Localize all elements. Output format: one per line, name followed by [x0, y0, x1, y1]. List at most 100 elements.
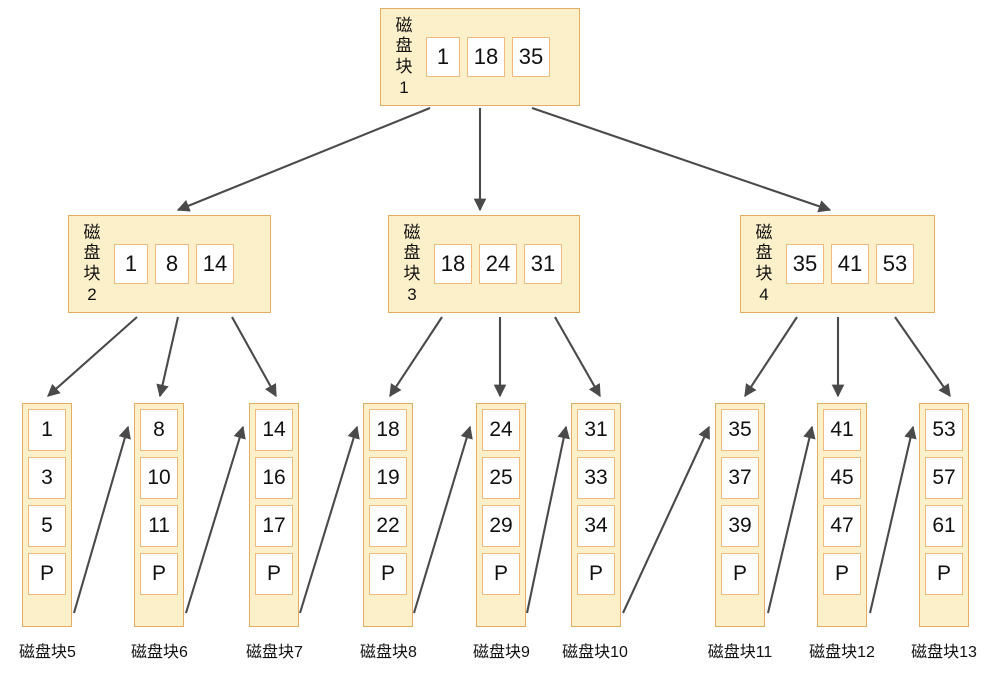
- edge-root-to-node4: [531, 107, 832, 213]
- key-cell[interactable]: 1: [114, 244, 148, 284]
- edge-leaf6-next: [184, 425, 246, 614]
- node-4-label-char-2: 块: [755, 264, 773, 283]
- key-cell[interactable]: 53: [876, 244, 914, 284]
- leaf-pointer-cell[interactable]: P: [140, 553, 178, 595]
- leaf-cell[interactable]: 8: [140, 409, 178, 451]
- node-3-label-char-3: 3: [407, 284, 417, 304]
- leaf-cell[interactable]: 33: [577, 457, 615, 499]
- edge-leaf7-next: [298, 425, 360, 614]
- leaf-pointer-cell[interactable]: P: [255, 553, 293, 595]
- leaf-cell[interactable]: 22: [369, 505, 407, 547]
- edge-leaf8-next: [412, 425, 473, 614]
- leaf-cell[interactable]: 18: [369, 409, 407, 451]
- leaf-disk-block-6[interactable]: 8 10 11 P: [134, 403, 184, 627]
- edge-node3-to-leaf8: [389, 316, 443, 398]
- key-cell[interactable]: 14: [196, 244, 234, 284]
- leaf-cell[interactable]: 10: [140, 457, 178, 499]
- leaf-pointer-cell[interactable]: P: [925, 553, 963, 595]
- node-3-label: 磁 盘 块 3: [397, 223, 427, 306]
- leaf-disk-block-7[interactable]: 14 16 17 P: [249, 403, 299, 627]
- leaf-cell[interactable]: 1: [28, 409, 66, 451]
- node-disk-block-4[interactable]: 磁 盘 块 4 35 41 53: [740, 215, 935, 313]
- edge-leaf12-next: [868, 425, 917, 614]
- key-cell[interactable]: 8: [155, 244, 189, 284]
- node-3-label-char-0: 磁: [403, 222, 421, 242]
- leaf-cell[interactable]: 25: [482, 457, 520, 499]
- node-2-label-char-0: 磁: [83, 222, 101, 242]
- node-2-label-char-2: 块: [83, 264, 101, 283]
- edge-leaf9-next: [525, 425, 570, 614]
- node-3-label-char-2: 块: [403, 264, 421, 283]
- node-disk-block-3[interactable]: 磁 盘 块 3 18 24 31: [388, 215, 580, 313]
- leaf-disk-block-9[interactable]: 24 25 29 P: [476, 403, 526, 627]
- key-cell[interactable]: 18: [467, 37, 505, 77]
- key-cell[interactable]: 24: [479, 244, 517, 284]
- leaf-disk-block-10[interactable]: 31 33 34 P: [571, 403, 621, 627]
- leaf-cell[interactable]: 29: [482, 505, 520, 547]
- leaf-cell[interactable]: 37: [721, 457, 759, 499]
- leaf-caption-13: 磁盘块13: [911, 644, 977, 661]
- leaf-pointer-cell[interactable]: P: [28, 553, 66, 595]
- node-root-label-char-3: 1: [399, 77, 409, 97]
- edge-leaf10-next: [622, 425, 710, 614]
- leaf-cell[interactable]: 34: [577, 505, 615, 547]
- leaf-caption-12: 磁盘块12: [809, 644, 875, 661]
- leaf-cell[interactable]: 45: [823, 457, 861, 499]
- leaf-cell[interactable]: 14: [255, 409, 293, 451]
- leaf-pointer-cell[interactable]: P: [482, 553, 520, 595]
- leaf-disk-block-13[interactable]: 53 57 61 P: [919, 403, 969, 627]
- node-root-keys: 1 18 35: [426, 37, 579, 77]
- leaf-cell[interactable]: 53: [925, 409, 963, 451]
- node-root-label-char-2: 块: [395, 57, 413, 76]
- leaf-disk-block-5[interactable]: 1 3 5 P: [22, 403, 72, 627]
- node-4-label-char-1: 盘: [755, 243, 773, 263]
- leaf-cell[interactable]: 57: [925, 457, 963, 499]
- key-cell[interactable]: 31: [524, 244, 562, 284]
- leaf-cell[interactable]: 31: [577, 409, 615, 451]
- leaf-cell[interactable]: 5: [28, 505, 66, 547]
- leaf-cell[interactable]: 35: [721, 409, 759, 451]
- node-4-label-char-0: 磁: [755, 222, 773, 242]
- edge-node4-to-leaf11: [744, 316, 798, 398]
- leaf-pointer-cell[interactable]: P: [369, 553, 407, 595]
- leaf-cell[interactable]: 19: [369, 457, 407, 499]
- key-cell[interactable]: 1: [426, 37, 460, 77]
- node-root-label-char-0: 磁: [395, 15, 413, 35]
- leaf-pointer-cell[interactable]: P: [721, 553, 759, 595]
- node-root-label: 磁 盘 块 1: [389, 16, 419, 99]
- node-3-keys: 18 24 31: [434, 244, 579, 284]
- leaf-pointer-cell[interactable]: P: [823, 553, 861, 595]
- leaf-pointer-cell[interactable]: P: [577, 553, 615, 595]
- leaf-disk-block-11[interactable]: 35 37 39 P: [715, 403, 765, 627]
- leaf-disk-block-8[interactable]: 18 19 22 P: [363, 403, 413, 627]
- node-4-label-char-3: 4: [759, 284, 769, 304]
- key-cell[interactable]: 35: [512, 37, 550, 77]
- key-cell[interactable]: 35: [786, 244, 824, 284]
- leaf-caption-6: 磁盘块6: [131, 644, 188, 661]
- leaf-cell[interactable]: 11: [140, 505, 178, 547]
- edge-root-to-node2: [176, 107, 431, 212]
- node-2-label-char-3: 2: [87, 284, 97, 304]
- leaf-cell[interactable]: 39: [721, 505, 759, 547]
- edge-leaf11-next: [766, 425, 816, 614]
- node-3-label-char-1: 盘: [403, 243, 421, 263]
- leaf-cell[interactable]: 61: [925, 505, 963, 547]
- leaf-cell[interactable]: 24: [482, 409, 520, 451]
- leaf-cell[interactable]: 16: [255, 457, 293, 499]
- node-2-keys: 1 8 14: [114, 244, 270, 284]
- node-disk-block-2[interactable]: 磁 盘 块 2 1 8 14: [68, 215, 271, 313]
- edge-node2-to-leaf5: [47, 316, 138, 397]
- leaf-cell[interactable]: 41: [823, 409, 861, 451]
- node-root[interactable]: 磁 盘 块 1 1 18 35: [380, 8, 580, 106]
- leaf-cell[interactable]: 17: [255, 505, 293, 547]
- edge-node2-to-leaf7: [231, 316, 277, 398]
- key-cell[interactable]: 41: [831, 244, 869, 284]
- node-2-label-char-1: 盘: [83, 243, 101, 263]
- node-2-label: 磁 盘 块 2: [77, 223, 107, 306]
- leaf-cell[interactable]: 3: [28, 457, 66, 499]
- key-cell[interactable]: 18: [434, 244, 472, 284]
- leaf-disk-block-12[interactable]: 41 45 47 P: [817, 403, 867, 627]
- edge-node2-to-leaf6: [156, 316, 180, 398]
- leaf-cell[interactable]: 47: [823, 505, 861, 547]
